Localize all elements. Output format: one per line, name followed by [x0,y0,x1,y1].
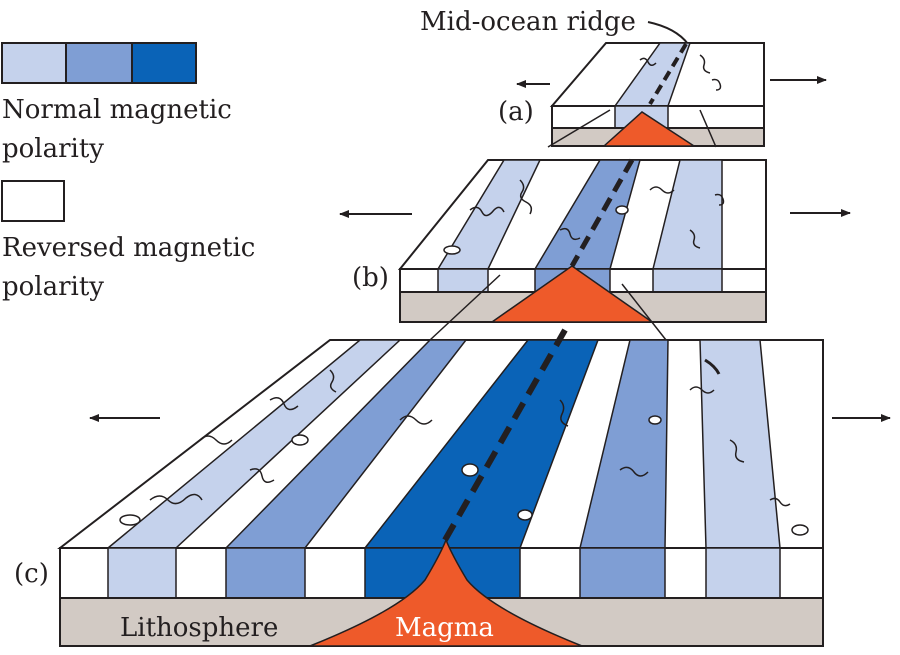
stage-b-crust-light-right [652,268,723,293]
connector-b-c-right [621,283,667,341]
stage-c-polarity-wiggle [249,468,275,483]
stage-a-block [549,42,765,147]
stage-c-polarity-wiggle [729,439,745,463]
stage-c-polarity-island [648,415,662,425]
legend-reversed-label-line2: polarity [2,272,104,302]
stage-c-polarity-wiggle [704,358,721,375]
connector-a-b-right [699,109,717,148]
stage-b-polarity-wiggle [649,186,675,194]
legend-swatch-light-blue [1,42,67,84]
title-pointer-line [647,21,689,45]
stage-a-ridge-axis [648,42,688,106]
connector-a-b-left [547,109,611,148]
stage-b-block [397,158,767,323]
legend-normal-label-line2: polarity [2,134,104,164]
legend-swatch-white [1,180,65,222]
stage-b-label: (b) [352,263,389,293]
stage-c-ridge-axis [442,328,568,542]
stage-c-crust-mid-left [225,547,306,599]
stage-c-polarity-wiggle [199,435,233,445]
stage-c-polarity-island [291,434,309,446]
stage-b-polarity-wiggle [519,179,533,215]
stage-b-polarity-wiggle [559,227,581,241]
stage-c-polarity-wiggle [269,397,299,411]
stage-b-ridge-axis [569,158,635,268]
stage-c-polarity-island [791,524,809,536]
stage-c-polarity-wiggle [399,415,433,425]
legend-swatch-dark-blue [131,42,197,84]
stage-b-polarity-wiggle [689,229,701,249]
stage-c-crust-mid-right [579,547,666,599]
stage-c-polarity-wiggle [149,493,203,505]
stage-a-label: (a) [498,97,534,127]
stage-a-polarity-wiggle [699,54,711,74]
stage-c-polarity-island [461,463,479,477]
stage-b-polarity-wiggle [714,193,725,206]
stage-b-magma [489,265,655,323]
ridge-title: Mid-ocean ridge [420,7,636,37]
stage-b-polarity-island [615,205,629,215]
stage-b-crust-light-left [437,268,489,293]
stage-c-polarity-wiggle [769,497,791,507]
stage-c-polarity-wiggle [619,466,649,477]
magma-label: Magma [395,613,494,643]
legend: Normal magnetic polarity Reversed magnet… [1,42,255,302]
stage-c-polarity-wiggle [689,386,715,394]
stage-c-polarity-island [119,514,141,526]
connector-b-c-left [429,274,501,341]
stage-a-magma [602,111,697,147]
stage-c-crust-light-left [107,547,177,599]
stage-c-polarity-wiggle [329,369,337,393]
stage-c-block [57,328,824,647]
stage-c-polarity-island [517,509,533,521]
stage-b-polarity-wiggle [469,206,505,217]
stage-c-crust-light-right [705,547,781,599]
lithosphere-label: Lithosphere [120,613,278,643]
legend-swatch-mid-blue [65,42,133,84]
stage-c-polarity-wiggle [559,399,569,427]
stage-c-magma [309,537,583,647]
stage-a-polarity-wiggle [711,78,722,91]
stage-c-label: (c) [14,559,49,589]
stage-a-polarity-wiggle [639,57,657,66]
legend-normal-label-line1: Normal magnetic [2,95,232,125]
stage-b-polarity-island [443,245,461,255]
legend-reversed-label-line1: Reversed magnetic [2,233,255,263]
